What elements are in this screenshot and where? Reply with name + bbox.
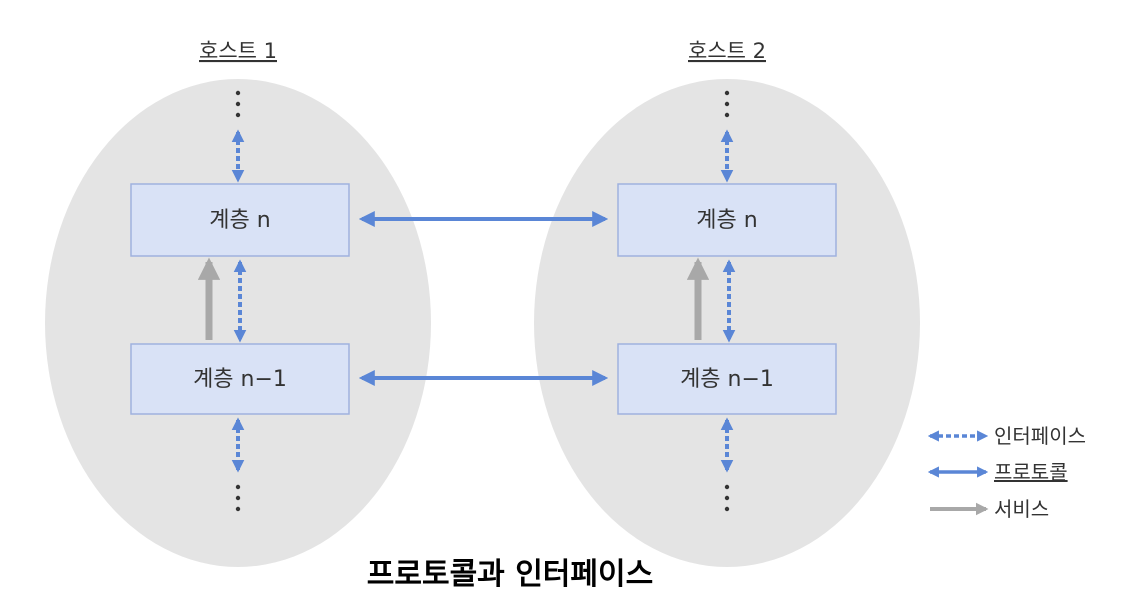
host-2-label: 호스트 2	[688, 39, 766, 63]
legend-interface: 인터페이스	[927, 424, 1086, 448]
layer-n-1-box	[617, 343, 837, 415]
host-2: 호스트 2 계층 n 계층 n−1	[534, 39, 920, 567]
host-1-label: 호스트 1	[199, 39, 277, 63]
legend-interface-label: 인터페이스	[994, 424, 1086, 448]
legend-service-label: 서비스	[994, 497, 1049, 521]
legend-protocol-label: 프로토콜	[994, 460, 1068, 484]
layer-n-box	[130, 183, 350, 257]
bottom-ellipsis	[724, 484, 730, 512]
legend-protocol: 프로토콜	[927, 460, 1068, 484]
host-1: 호스트 1 계층 n 계층 n−1	[45, 39, 431, 567]
layer-n-label: 계층 n	[696, 208, 757, 233]
layer-n-1-label: 계층 n−1	[193, 367, 287, 392]
layer-n-label: 계층 n	[209, 208, 270, 233]
legend-service: 서비스	[930, 497, 1049, 521]
layer-n-1-label: 계층 n−1	[680, 367, 774, 392]
legend: 인터페이스 프로토콜 서비스	[927, 424, 1086, 521]
bottom-ellipsis	[235, 484, 241, 512]
layer-n-1-box	[130, 343, 350, 415]
top-ellipsis	[724, 90, 730, 118]
top-ellipsis	[235, 90, 241, 118]
layer-n-box	[617, 183, 837, 257]
diagram-caption: 프로토콜과 인터페이스	[367, 557, 653, 592]
